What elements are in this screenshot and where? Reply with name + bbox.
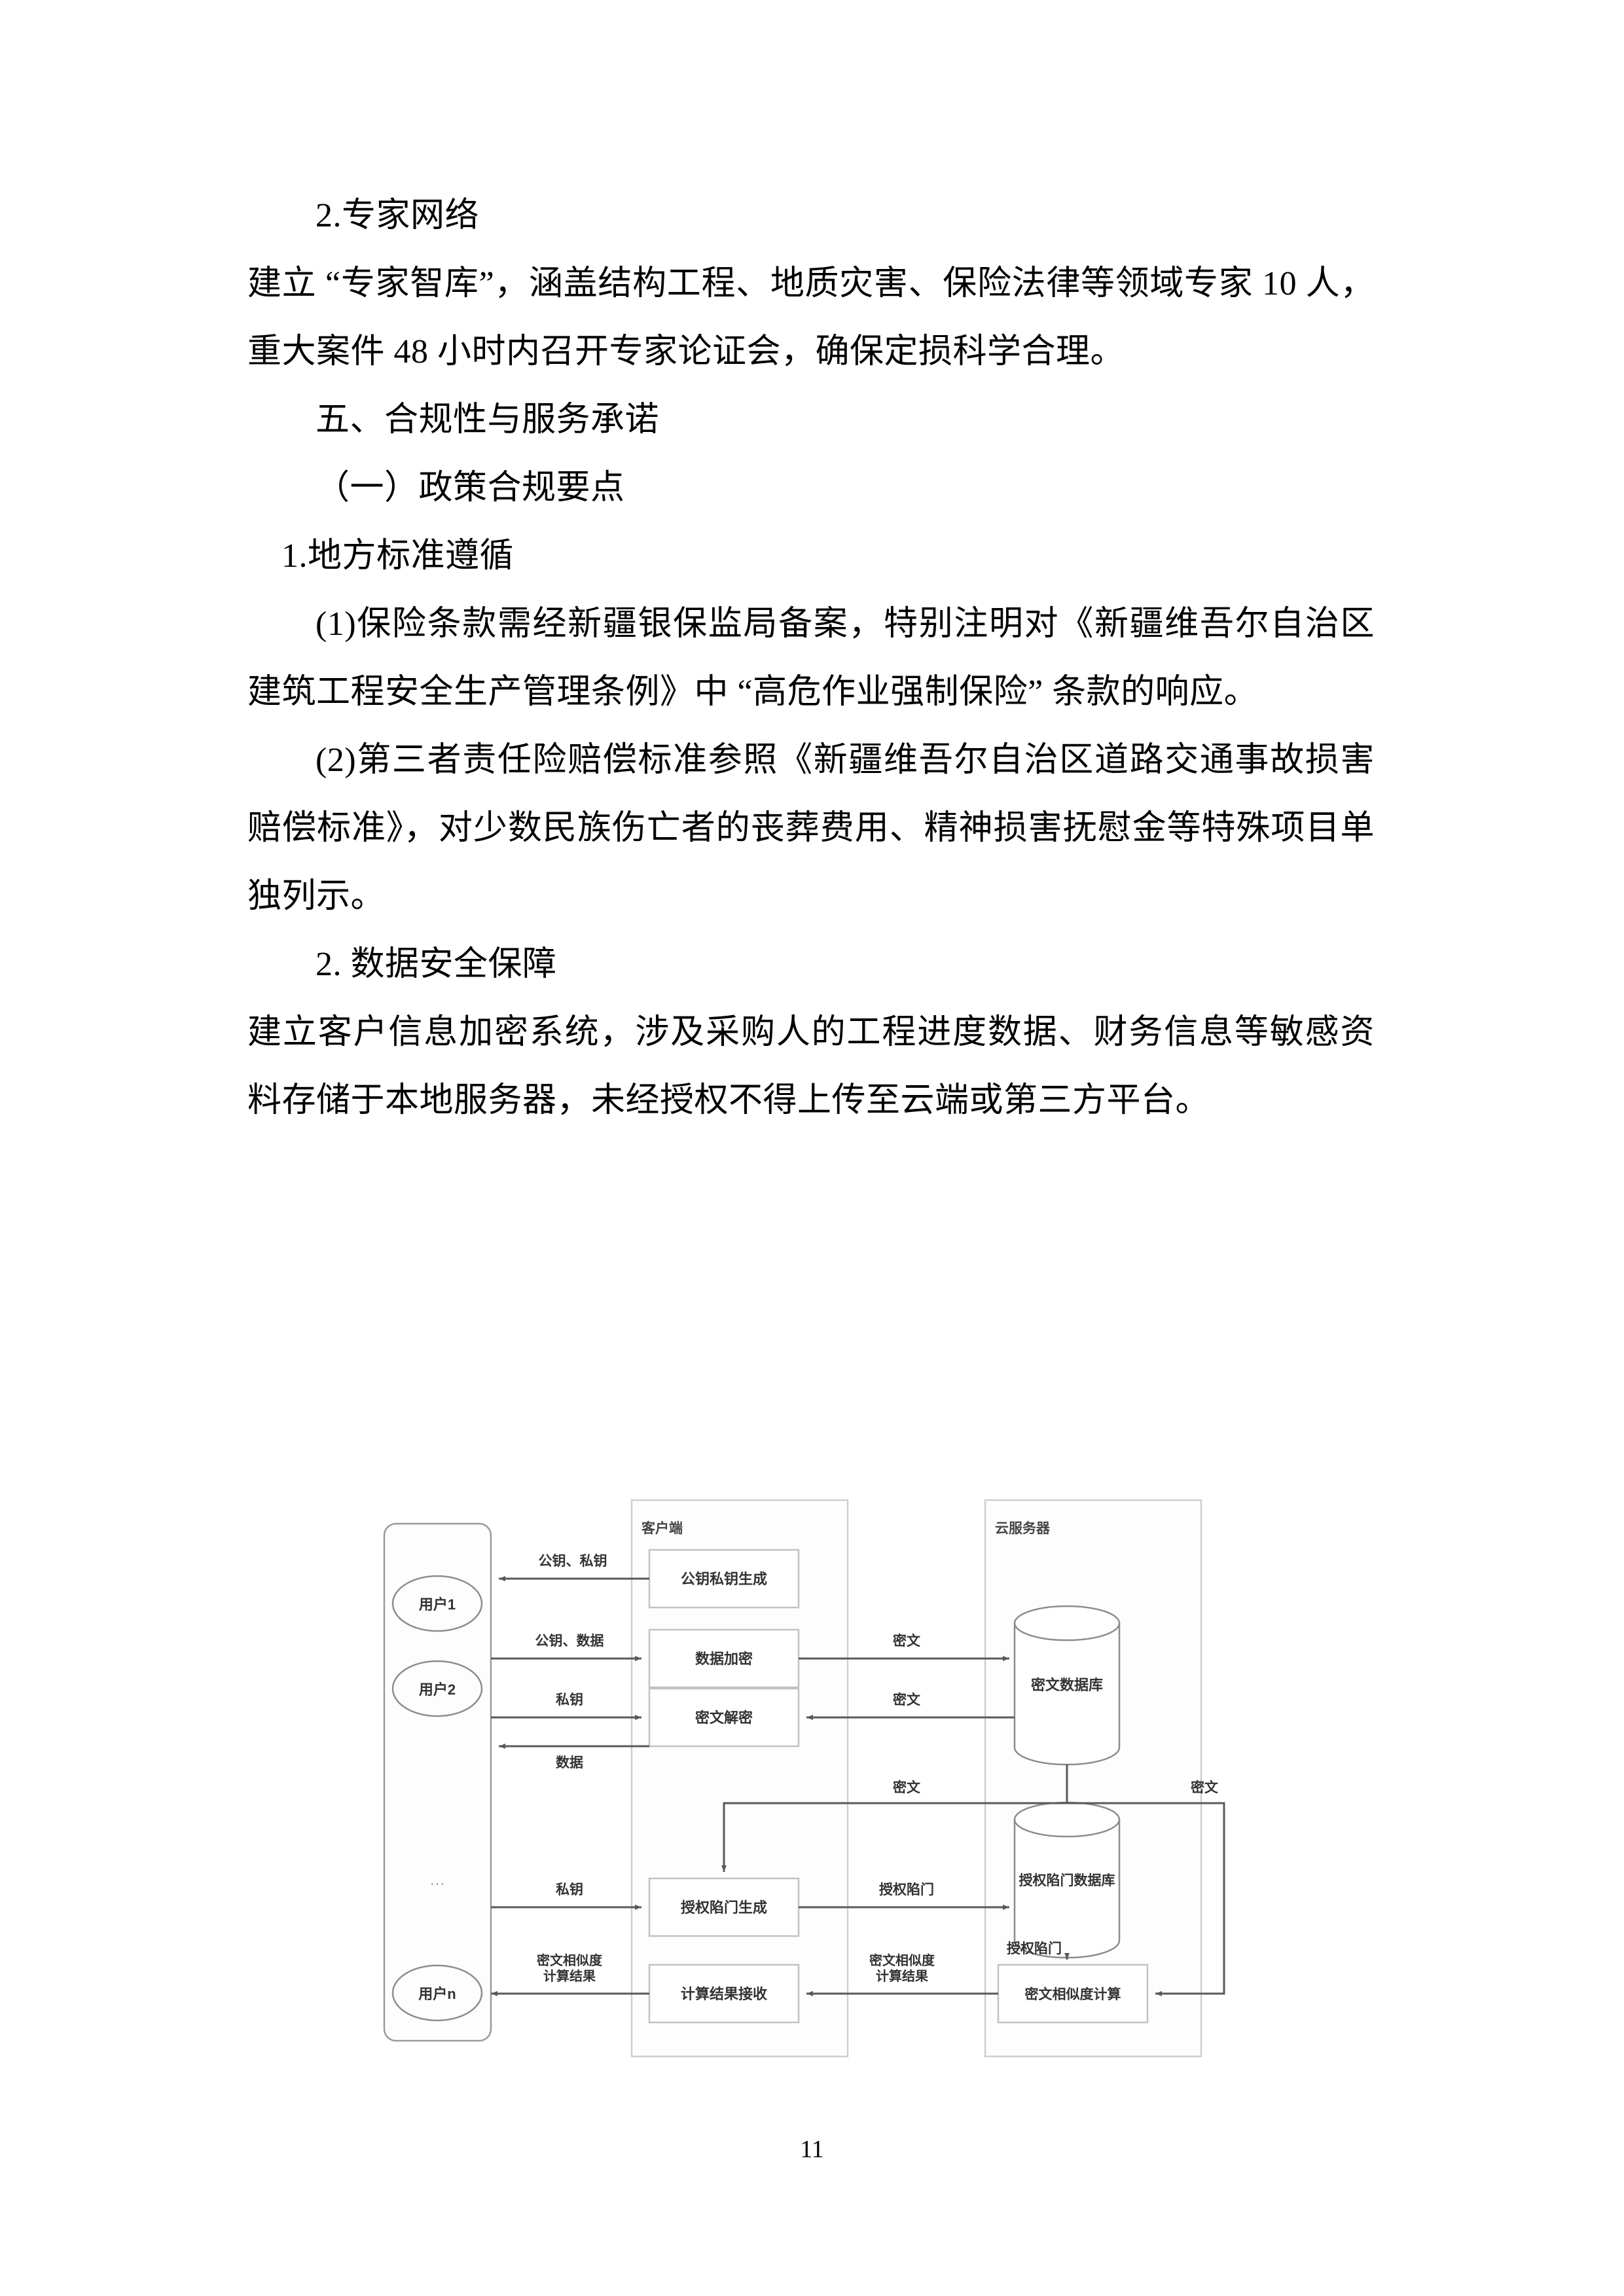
cloud-node-simcalc-label: 密文相似度计算 bbox=[1025, 1986, 1121, 2002]
edge-label-simresult-1: 密文相似度 bbox=[869, 1952, 935, 1968]
edge-label-cipher-up: 密文 bbox=[893, 1633, 921, 1649]
cloud-node-simcalc bbox=[997, 1964, 1149, 2024]
edge-cipher-right: 密文 bbox=[1066, 1765, 1225, 1996]
client-node-recvres-label: 计算结果接收 bbox=[681, 1986, 767, 2002]
edge-label-trapdoor-2: 授权陷门 bbox=[1007, 1941, 1062, 1956]
encryption-architecture-diagram: 客户端 云服务器 用户1 用户2 … 用户n 公钥私钥生成 数据加密 密文解密 … bbox=[353, 1473, 1270, 2075]
client-node-recvres bbox=[648, 1964, 800, 2024]
cloud-panel bbox=[984, 1499, 1202, 2058]
user-label-user2: 用户2 bbox=[419, 1681, 456, 1698]
body-text-column: 2.专家网络 建立 “专家智库”，涵盖结构工程、地质灾害、保险法律等领域专家 1… bbox=[247, 182, 1375, 1135]
edge-label-pubkey-data: 公钥、数据 bbox=[535, 1633, 604, 1649]
edge-keys: 公钥、私钥 bbox=[499, 1553, 649, 1581]
user-label-user1: 用户1 bbox=[419, 1596, 456, 1613]
page-number: 11 bbox=[800, 2136, 824, 2163]
edge-label-keys: 公钥、私钥 bbox=[539, 1553, 607, 1569]
paragraph-data-security-heading: 2. 数据安全保障 bbox=[316, 946, 557, 983]
svg-text:计算结果: 计算结果 bbox=[876, 1968, 928, 1984]
client-node-encrypt-label: 数据加密 bbox=[695, 1651, 753, 1667]
edge-cipher-down: 密文 bbox=[806, 1692, 1015, 1720]
edge-label-data-back: 数据 bbox=[556, 1755, 583, 1770]
edge-trapdoor-2: 授权陷门 bbox=[1007, 1941, 1070, 1960]
client-node-trapdoor-label: 授权陷门生成 bbox=[681, 1899, 767, 1916]
svg-text:计算结果: 计算结果 bbox=[543, 1968, 596, 1984]
edge-privkey-1: 私钥 bbox=[491, 1692, 641, 1720]
paragraph-item-2: (2)第三者责任险赔偿标准参照《新疆维吾尔自治区道路交通事故损害赔偿标准》，对少… bbox=[247, 742, 1375, 915]
paragraph-data-security-body: 建立客户信息加密系统，涉及采购人的工程进度数据、财务信息等敏感资料存储于本地服务… bbox=[247, 1014, 1375, 1119]
edge-cipher-up: 密文 bbox=[799, 1633, 1009, 1661]
paragraph-expert-network-heading: 2.专家网络 bbox=[316, 197, 480, 234]
cloud-node-cipherdb-label: 密文数据库 bbox=[1031, 1677, 1103, 1693]
paragraph-subsection-one-heading: （一）政策合规要点 bbox=[316, 469, 625, 507]
user-ellipsis: … bbox=[429, 1871, 445, 1889]
client-node-keygen bbox=[648, 1549, 800, 1609]
paragraph-item-1: (1)保险条款需经新疆银保监局备案，特别注明对《新疆维吾尔自治区建筑工程安全生产… bbox=[247, 605, 1375, 711]
edge-data-back: 数据 bbox=[499, 1744, 649, 1770]
user-label-usern: 用户n bbox=[418, 1986, 456, 2002]
user-node-user2 bbox=[391, 1660, 483, 1717]
client-panel-label: 客户端 bbox=[641, 1520, 683, 1536]
edge-pubkey-data: 公钥、数据 bbox=[491, 1633, 641, 1661]
cloud-node-cipherdb: 密文数据库 bbox=[1013, 1605, 1121, 1766]
user-node-user1 bbox=[391, 1575, 483, 1632]
edge-label-cipher-mid: 密文 bbox=[893, 1780, 921, 1795]
edge-simresult-2: 密文相似度 计算结果 bbox=[491, 1952, 649, 1996]
paragraph-section-five-heading: 五、合规性与服务承诺 bbox=[316, 401, 660, 439]
users-panel bbox=[383, 1522, 492, 2042]
user-node-usern bbox=[391, 1964, 483, 2022]
client-node-decrypt bbox=[648, 1687, 800, 1748]
cloud-panel-label: 云服务器 bbox=[995, 1520, 1051, 1536]
cloud-node-trapdoordb: 授权陷门数据库 bbox=[1013, 1801, 1121, 1959]
client-node-encrypt bbox=[648, 1628, 800, 1689]
client-node-trapdoor bbox=[648, 1877, 800, 1937]
client-node-decrypt-label: 密文解密 bbox=[695, 1710, 753, 1726]
edge-label-simresult-2: 密文相似度 bbox=[537, 1952, 603, 1968]
edge-trapdoor-1: 授权陷门 bbox=[799, 1882, 1009, 1910]
edge-simresult-1: 密文相似度 计算结果 bbox=[806, 1952, 998, 1996]
cloud-node-trapdoordb-label: 授权陷门数据库 bbox=[1019, 1873, 1115, 1888]
edge-privkey-2: 私钥 bbox=[491, 1882, 641, 1910]
edge-label-privkey-2: 私钥 bbox=[556, 1882, 583, 1897]
paragraph-expert-network-body: 建立 “专家智库”，涵盖结构工程、地质灾害、保险法律等领域专家 10 人，重大案… bbox=[247, 265, 1375, 370]
edge-label-trapdoor-1: 授权陷门 bbox=[879, 1882, 934, 1897]
paragraph-local-standard-heading: 1.地方标准遵循 bbox=[281, 537, 514, 575]
edge-label-privkey-1: 私钥 bbox=[556, 1692, 583, 1708]
edge-label-cipher-down: 密文 bbox=[893, 1692, 921, 1708]
client-node-keygen-label: 公钥私钥生成 bbox=[681, 1571, 767, 1587]
edge-label-cipher-right: 密文 bbox=[1191, 1780, 1219, 1795]
